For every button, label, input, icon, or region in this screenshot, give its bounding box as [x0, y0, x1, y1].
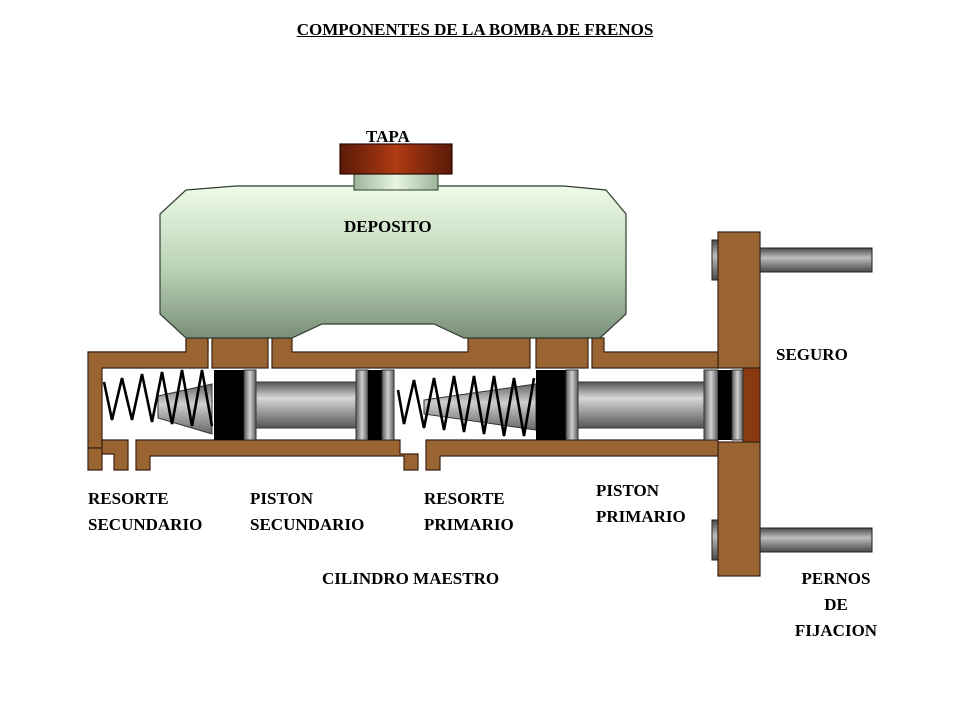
diagram-title: COMPONENTES DE LA BOMBA DE FRENOS [296, 20, 654, 39]
label-resorte-primario: RESORTE PRIMARIO [424, 489, 514, 534]
secondary-spring [102, 369, 214, 427]
reservoir-cap [339, 143, 453, 175]
primary-spring [396, 375, 536, 437]
label-deposito: DEPOSITO [344, 217, 432, 236]
label-seguro: SEGURO [776, 345, 848, 364]
primary-piston [536, 369, 744, 441]
secondary-piston [214, 369, 395, 441]
label-resorte-secundario: RESORTE SECUNDARIO [88, 489, 203, 534]
label-piston-secundario: PISTON SECUNDARIO [250, 489, 365, 534]
mounting-bolt-top [711, 239, 873, 281]
mounting-flange [717, 231, 761, 577]
reservoir-neck [353, 171, 439, 191]
mounting-bolt-bottom [711, 519, 873, 561]
cylinder-body-lower [87, 439, 719, 471]
cylinder-body-upper [87, 337, 719, 449]
label-tapa: TAPA [366, 127, 410, 146]
reservoir [159, 185, 627, 339]
label-piston-primario: PISTON PRIMARIO [596, 481, 686, 526]
label-cilindro-maestro: CILINDRO MAESTRO [322, 569, 500, 588]
label-pernos-de-fijacion: PERNOS DE FIJACION [794, 569, 878, 640]
